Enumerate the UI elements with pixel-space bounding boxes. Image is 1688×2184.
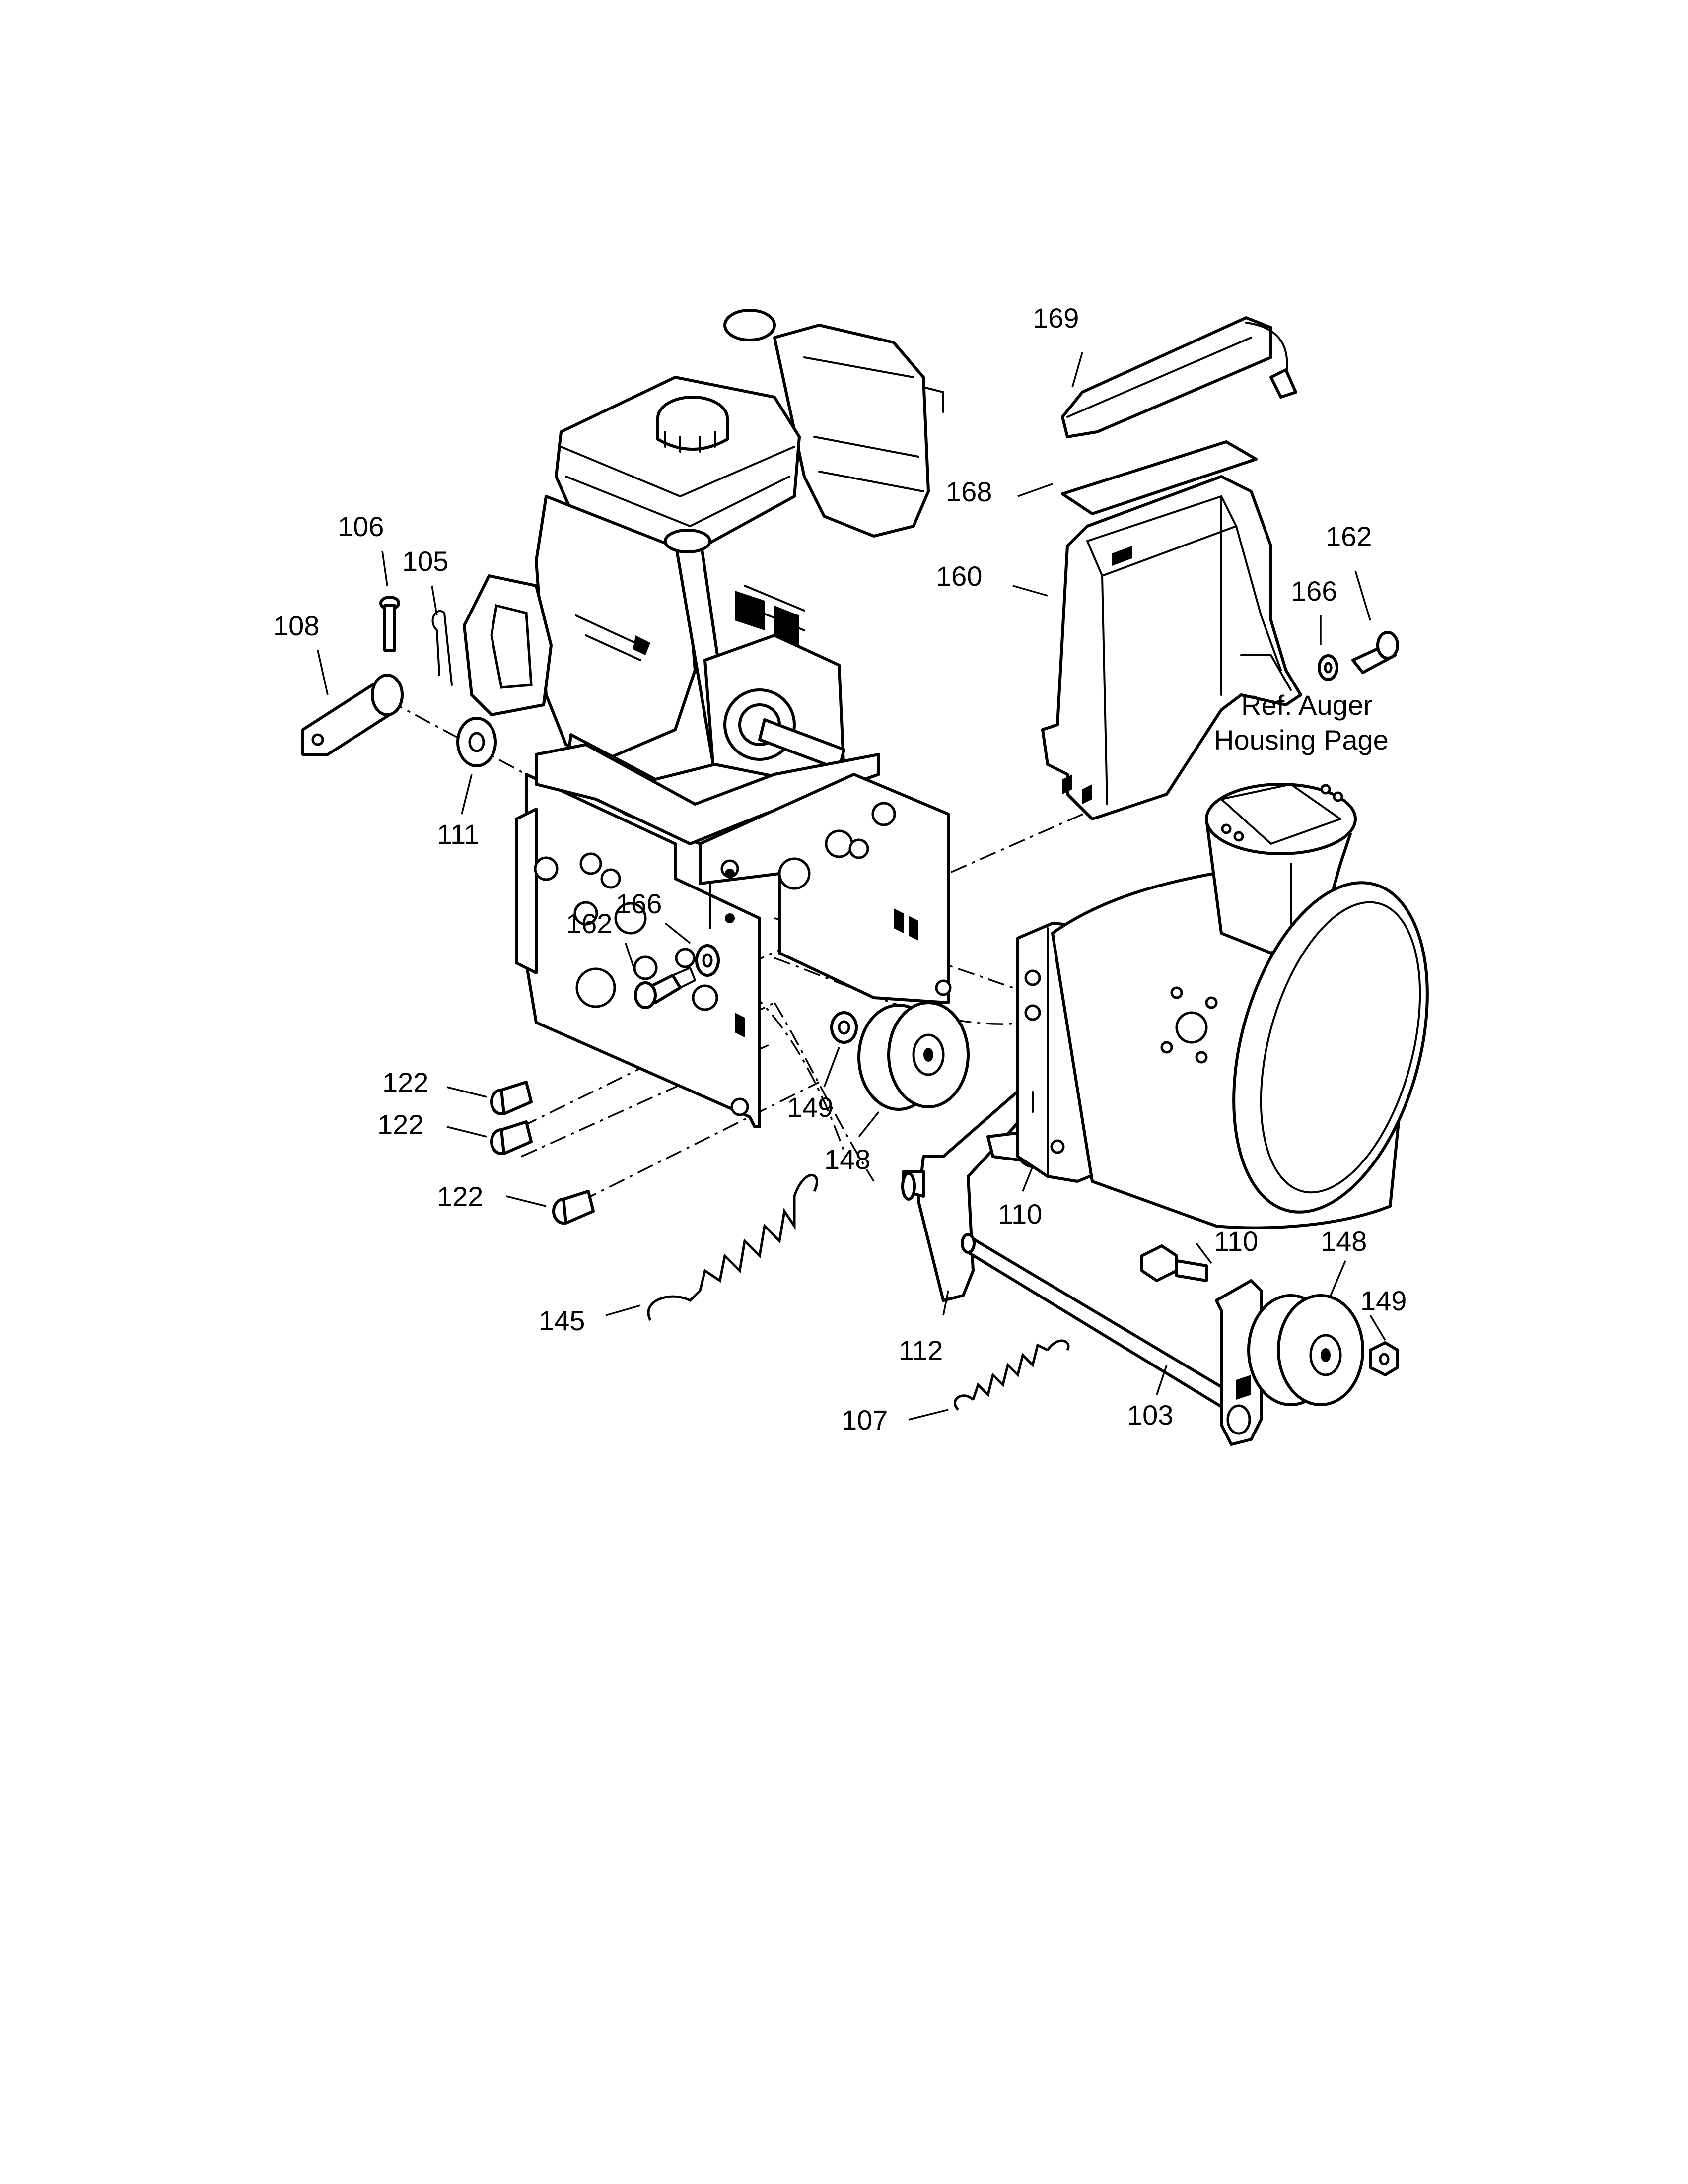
callout-103: 103 [1127,1399,1173,1431]
hex-nut-149-upper [830,1011,858,1044]
callout-169: 169 [1033,302,1079,334]
belt-guide-168 [1061,440,1258,515]
bolt-122-upper [490,1081,533,1115]
belt-cover-160 [1041,475,1302,820]
reference-note-line1: Ref. Auger [1241,689,1373,721]
idler-rod-103 [961,1233,1263,1446]
callout-149-lower: 149 [1360,1285,1407,1316]
axle-bracket-108 [301,674,404,756]
callout-148-upper: 148 [824,1144,870,1175]
shoulder-bolt-110-lower [1140,1244,1208,1282]
callout-122-upper: 122 [382,1067,428,1098]
extension-spring-107 [954,1339,1070,1411]
callout-110-lower: 110 [1214,1226,1258,1257]
clevis-pin-106 [379,596,400,652]
washer-166-frame [695,944,720,977]
callout-162-cover: 162 [1326,521,1372,552]
extension-spring-145 [647,1174,818,1321]
callout-110-upper: 110 [998,1198,1042,1229]
callout-149-upper: 149 [787,1092,833,1123]
washer-111 [456,717,497,767]
callout-111: 111 [437,819,479,850]
callout-108: 108 [273,610,319,641]
frame [515,743,952,1128]
washer-166-cover [1318,654,1338,681]
hairpin-clip-105 [431,610,453,686]
bolt-122-middle [490,1120,533,1155]
reference-note-line2: Housing Page [1214,724,1389,755]
callout-166-cover: 166 [1291,575,1337,607]
cover-169 [1061,316,1297,438]
callout-122-middle: 122 [377,1109,423,1140]
callout-160: 160 [936,560,982,592]
callout-112: 112 [899,1335,943,1366]
leader-lines [317,352,1386,1421]
callout-162-frame: 162 [566,908,612,939]
bolt-122-lower [552,1190,595,1225]
callout-148-lower: 148 [1321,1226,1367,1257]
callout-105: 105 [402,546,448,577]
idler-arm-112 [901,1086,1034,1302]
callout-122-lower: 122 [437,1181,483,1212]
callout-145: 145 [539,1305,585,1336]
idler-pulley-148-upper [857,1001,970,1111]
callout-168: 168 [946,476,992,507]
callout-166-frame: 166 [616,888,662,919]
blower-housing [1016,783,1429,1229]
hex-nut-149-lower [1369,1341,1399,1376]
reference-note: Ref. Auger Housing Page [1214,689,1389,755]
callout-107: 107 [842,1404,888,1435]
idler-pulley-148-lower [1247,1294,1364,1406]
callout-labels: 169 168 160 162 166 106 105 108 111 166 … [273,302,1407,1435]
screw-162-cover [1351,631,1399,674]
bolt-162-frame [634,967,696,1009]
callout-106: 106 [338,511,384,542]
